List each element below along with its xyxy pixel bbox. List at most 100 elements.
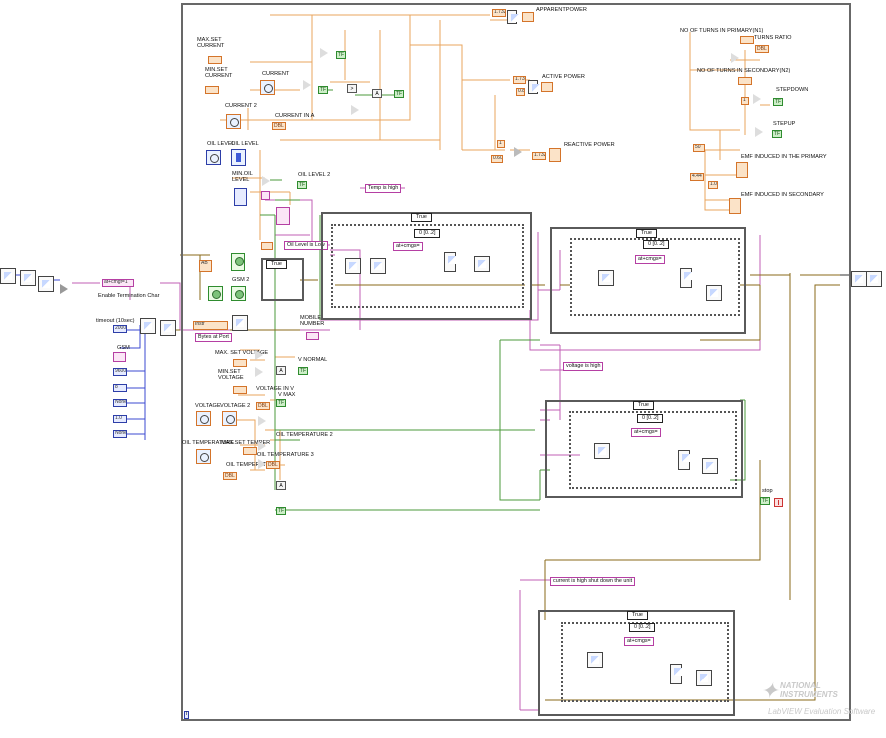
- visa-read-icon: [232, 315, 248, 331]
- emf-secondary-indicator: [729, 198, 741, 214]
- flux-constant: 1.0: [708, 181, 718, 189]
- no-turns-primary-control[interactable]: [740, 36, 754, 44]
- multiply-node-1: [507, 10, 519, 24]
- case-structure-sms-2: [550, 227, 746, 334]
- current-in-a-indicator: DBL: [272, 122, 286, 130]
- max-set-voltage-control[interactable]: [233, 359, 247, 367]
- sin-phi-constant: 0.60: [491, 155, 503, 163]
- timeout-label: timeout (10sec): [96, 318, 135, 324]
- at-cmgs-constant-1: at+cmgs=: [393, 242, 423, 252]
- oil-temperature-2-label: OIL TEMPERATURE 2: [276, 432, 333, 438]
- oil-temperatu-label: OIL TEMPERATU: [226, 462, 271, 468]
- oil-level-2-label: OIL LEVEL 2: [298, 172, 331, 178]
- current-gauge-icon[interactable]: [260, 80, 275, 95]
- compare-greater-current: [320, 48, 328, 58]
- case-selector-true-5[interactable]: True: [627, 611, 648, 621]
- emf-primary-indicator: [736, 162, 748, 178]
- case-selector-true-1[interactable]: True: [266, 260, 287, 270]
- frequency-constant: 50: [693, 144, 705, 152]
- max-set-temper-control[interactable]: [243, 447, 257, 455]
- and-gate-voltage: A: [276, 366, 286, 375]
- property-node-icon: [60, 284, 68, 294]
- stepup-label: STEPUP: [773, 121, 796, 127]
- max-set-current-control[interactable]: [208, 56, 222, 64]
- at-cmgf-constant: at+cmgf=1: [102, 279, 134, 287]
- data-bits-constant: 8: [113, 384, 127, 392]
- at-cmgs-constant-2: at+cmgs=: [635, 255, 665, 265]
- voltage-in-v-indicator: DBL: [256, 402, 270, 410]
- active-power-indicator: [541, 82, 553, 92]
- min-set-current-label: MIN.SET CURRENT: [205, 67, 233, 79]
- case-selector-true-4[interactable]: True: [633, 401, 654, 411]
- divide-node: [731, 53, 739, 63]
- stepdown-label: STEPDOWN: [776, 87, 809, 93]
- timeout-constant: 20000: [113, 325, 127, 333]
- sequence-selector-1[interactable]: 0 [0..2]: [414, 229, 441, 239]
- parity-constant: None: [113, 399, 127, 407]
- min-oil-level-control[interactable]: [234, 188, 247, 206]
- loop-iteration-terminal: i: [184, 711, 190, 719]
- compare-voltage-min: [255, 367, 263, 377]
- current-max-indicator: TF: [336, 51, 347, 59]
- bytes-at-port-label: Bytes at Port: [195, 333, 232, 343]
- voltage-2-gauge-icon[interactable]: [222, 411, 237, 426]
- apparent-power-label: APPARENTPOWER: [536, 7, 587, 13]
- visa-close-sms-1: [474, 256, 490, 272]
- voltage-in-v-label: VOLTAGE IN V: [256, 386, 295, 392]
- voltage-high-message: voltage is high: [563, 362, 604, 372]
- sequence-selector-4[interactable]: 0 [0..2]: [629, 623, 656, 633]
- turns-ratio-label: TURNS RATIO: [754, 35, 792, 41]
- visa-write-icon: [160, 320, 176, 336]
- sequence-selector-2[interactable]: 0 [0..2]: [643, 240, 670, 250]
- case-selector-true-2[interactable]: True: [411, 213, 432, 223]
- visa-serial-config-icon: [140, 318, 156, 334]
- temp-high-message: Temp is high: [365, 184, 402, 194]
- oil-temperature-gauge-icon[interactable]: [196, 449, 211, 464]
- flow-control-constant: None: [113, 430, 127, 438]
- min-set-voltage-control[interactable]: [233, 386, 247, 394]
- current-2-gauge-icon[interactable]: [226, 114, 241, 129]
- stop-button-terminal[interactable]: TF: [760, 497, 771, 505]
- sqrt3-constant-2: 1.732: [513, 76, 526, 84]
- max-set-temper-label: MAX.SET TEMPER: [221, 440, 271, 446]
- visa-write-sms-1: [345, 258, 361, 274]
- no-turns-secondary-control[interactable]: [738, 77, 752, 85]
- stepup-indicator: TF: [772, 130, 783, 138]
- min-set-current-control[interactable]: [205, 86, 219, 94]
- sequence-selector-3[interactable]: 0 [0..2]: [637, 414, 664, 424]
- current-label: CURRENT: [262, 71, 290, 77]
- oil-string-node-2: [276, 207, 290, 225]
- loop-condition-stop-icon: [774, 498, 783, 507]
- voltage-2-label: VOLTAGE 2: [220, 403, 251, 409]
- sqrt3-constant-3: 1.732: [532, 152, 546, 160]
- and-gate-current: A: [372, 89, 382, 98]
- baud-rate-constant: 9600: [113, 368, 127, 376]
- visa-close-final-icon: [851, 271, 867, 287]
- v-max-indicator: TF: [276, 399, 287, 407]
- current-normal-indicator: TF: [394, 90, 405, 98]
- gsm-led-icon: [231, 253, 245, 271]
- visa-open-icon: [38, 276, 54, 292]
- reactive-power-label: REACTIVE POWER: [564, 142, 615, 148]
- visa-close-sms-2: [706, 285, 722, 301]
- current-high-message: current is high shut down the unit: [550, 577, 636, 587]
- v-normal-indicator: TF: [298, 367, 309, 375]
- mobile-number-control[interactable]: [306, 332, 319, 340]
- visa-configure-icon: [0, 268, 16, 284]
- no-turns-primary-label: NO OF TURNS IN PRIMARY(N1): [680, 28, 764, 34]
- gsm-2-led-icon: [208, 286, 223, 301]
- oil-string-node-1: [261, 191, 270, 200]
- temperature-indicator: TF: [276, 507, 287, 515]
- visa-write-sms-3: [594, 443, 610, 459]
- voltage-label: VOLTAGE: [195, 403, 221, 409]
- stop-label: stop: [762, 488, 773, 494]
- oil-level-label: OIL LEVEL: [207, 141, 235, 147]
- gsm-label: GSM: [117, 345, 130, 351]
- voltage-gauge-icon[interactable]: [196, 411, 211, 426]
- oil-level-gauge-icon[interactable]: [206, 150, 221, 165]
- compare-stepup: [755, 127, 763, 137]
- case-structure-oil: [261, 258, 304, 301]
- case-selector-true-3[interactable]: True: [636, 229, 657, 239]
- concat-sms-3: [678, 450, 690, 470]
- oil-level-b-label: OIL LEVEL: [231, 141, 259, 147]
